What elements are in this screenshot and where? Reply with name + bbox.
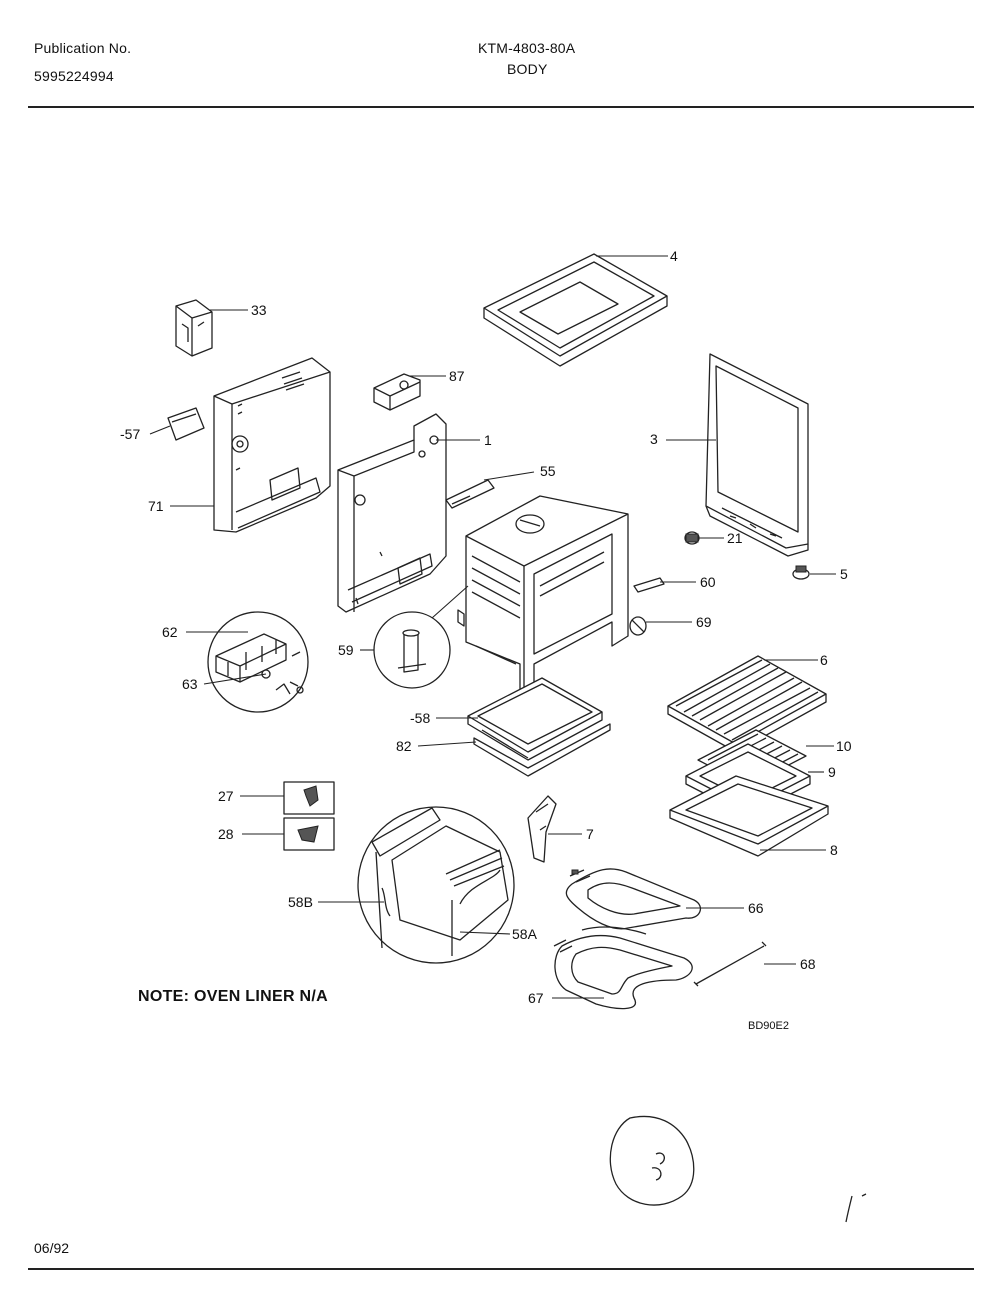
part-60-hinge bbox=[633, 577, 665, 593]
stray-pencil-marks bbox=[609, 1115, 867, 1223]
callout-4: 4 bbox=[670, 248, 678, 264]
part-57-plate bbox=[167, 407, 205, 441]
oven-body-cabinet bbox=[457, 495, 629, 701]
drawing-code: BD90E2 bbox=[748, 1020, 789, 1032]
section-title: BODY bbox=[507, 61, 548, 77]
part-7-bracket bbox=[527, 795, 557, 863]
part-71-rear-panel bbox=[213, 357, 331, 533]
callout-6: 6 bbox=[820, 652, 828, 668]
callout-57: -57 bbox=[120, 426, 140, 442]
callout-8: 8 bbox=[830, 842, 838, 858]
part-68-wire bbox=[693, 941, 767, 987]
callout-55: 55 bbox=[540, 463, 556, 479]
publication-number: 5995224994 bbox=[34, 68, 114, 84]
part-69-cap bbox=[629, 616, 647, 636]
callout-60: 60 bbox=[700, 574, 716, 590]
callout-3: 3 bbox=[650, 431, 658, 447]
callout-71: 71 bbox=[148, 498, 164, 514]
leader-lines bbox=[149, 255, 836, 999]
footer-rule bbox=[28, 1268, 974, 1270]
callout-27: 27 bbox=[218, 788, 234, 804]
callout-labels: 4 33 87 -57 1 3 55 71 21 5 60 69 62 59 6… bbox=[120, 248, 852, 1006]
part-28-clip bbox=[283, 817, 335, 851]
part-58-bottom-panel bbox=[467, 677, 603, 761]
callout-58: -58 bbox=[410, 710, 430, 726]
part-27-clip bbox=[283, 781, 335, 815]
callout-33: 33 bbox=[251, 302, 267, 318]
publication-label: Publication No. bbox=[34, 40, 132, 56]
part-82-bottom-tray bbox=[473, 723, 611, 777]
detail-circle-insulation bbox=[357, 806, 515, 964]
callout-10: 10 bbox=[836, 738, 852, 754]
part-21-knob bbox=[684, 531, 700, 545]
callout-21: 21 bbox=[727, 530, 743, 546]
part-87-bracket bbox=[373, 373, 421, 411]
callout-28: 28 bbox=[218, 826, 234, 842]
callout-66: 66 bbox=[748, 900, 764, 916]
callout-87: 87 bbox=[449, 368, 465, 384]
callout-67: 67 bbox=[528, 990, 544, 1006]
callout-58B: 58B bbox=[288, 894, 313, 910]
detail-circle-62-63 bbox=[207, 611, 309, 713]
detail-circle-59 bbox=[373, 585, 469, 689]
header-rule bbox=[28, 106, 974, 108]
callout-59: 59 bbox=[338, 642, 354, 658]
callout-68: 68 bbox=[800, 956, 816, 972]
callout-9: 9 bbox=[828, 764, 836, 780]
callout-7: 7 bbox=[586, 826, 594, 842]
part-5-foot bbox=[792, 565, 810, 580]
callout-82: 82 bbox=[396, 738, 412, 754]
model-number: KTM-4803-80A bbox=[478, 40, 576, 56]
part-3-door-frame bbox=[705, 353, 809, 557]
publication-date: 06/92 bbox=[34, 1240, 70, 1256]
part-66-bake-element bbox=[565, 868, 702, 930]
part-55-strip bbox=[445, 479, 495, 509]
part-67-broil-element bbox=[553, 926, 693, 1010]
part-4-top-panel bbox=[483, 253, 668, 367]
callout-62: 62 bbox=[162, 624, 178, 640]
oven-liner-note: NOTE: OVEN LINER N/A bbox=[138, 988, 329, 1005]
callout-58A: 58A bbox=[512, 926, 538, 942]
part-8-drawer-liner bbox=[669, 775, 829, 857]
part-33-bracket bbox=[175, 299, 213, 357]
callout-1: 1 bbox=[484, 432, 492, 448]
part-1-side-panel bbox=[337, 413, 447, 613]
callout-69: 69 bbox=[696, 614, 712, 630]
callout-5: 5 bbox=[840, 566, 848, 582]
callout-63: 63 bbox=[182, 676, 198, 692]
